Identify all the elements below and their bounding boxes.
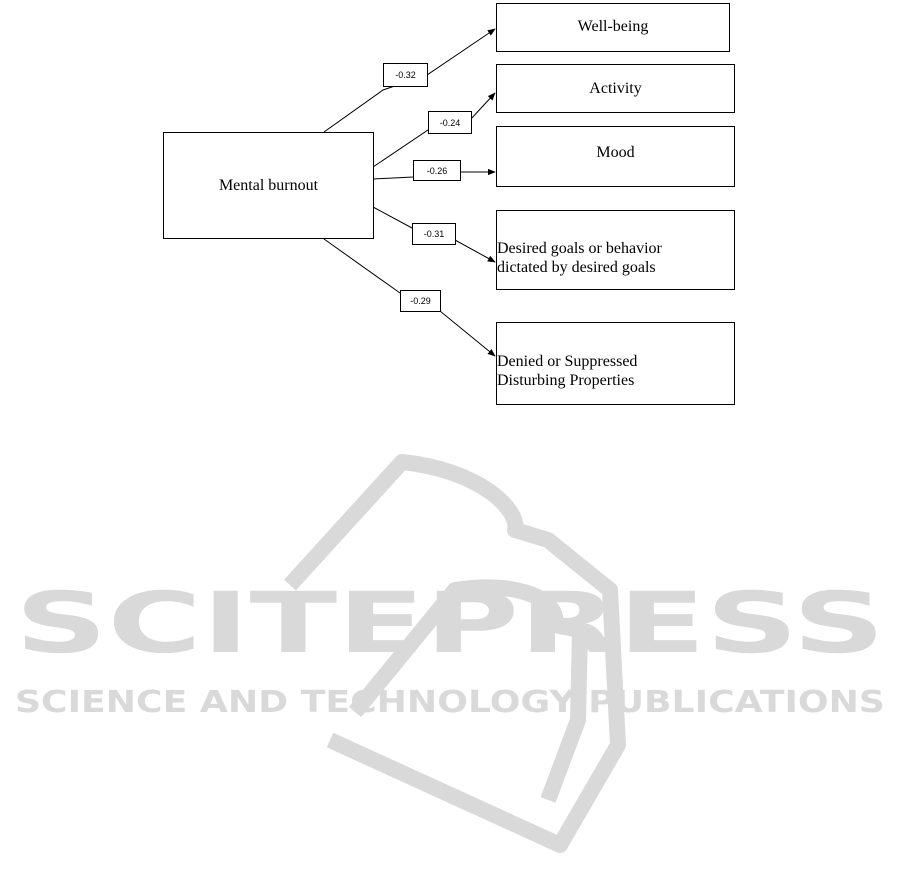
coefficient-label-desired-goals: -0.31: [412, 223, 456, 245]
coefficient-label-denied-suppressed: -0.29: [400, 290, 441, 312]
target-node-mood: Mood: [496, 126, 735, 187]
target-node-activity: Activity: [496, 64, 735, 113]
target-node-label-line-2: dictated by desired goals: [497, 258, 656, 277]
target-node-label-line-2: Disturbing Properties: [497, 371, 634, 390]
target-node-well-being: Well-being: [496, 3, 730, 52]
target-node-label: Mood: [596, 143, 634, 162]
source-node-label: Mental burnout: [219, 176, 318, 195]
target-node-label-line-1: Denied or Suppressed: [497, 352, 637, 371]
target-node-denied-suppressed: Denied or Suppressed Disturbing Properti…: [496, 322, 735, 405]
target-node-label: Well-being: [578, 17, 649, 36]
target-node-label-line-1: Desired goals or behavior: [497, 239, 662, 258]
target-node-desired-goals: Desired goals or behavior dictated by de…: [496, 210, 735, 290]
coefficient-label-well-being: -0.32: [383, 63, 428, 87]
target-node-label: Activity: [589, 79, 641, 98]
source-node-mental-burnout: Mental burnout: [163, 132, 374, 239]
coefficient-label-activity: -0.24: [428, 111, 472, 134]
coefficient-label-mood: -0.26: [413, 160, 461, 181]
